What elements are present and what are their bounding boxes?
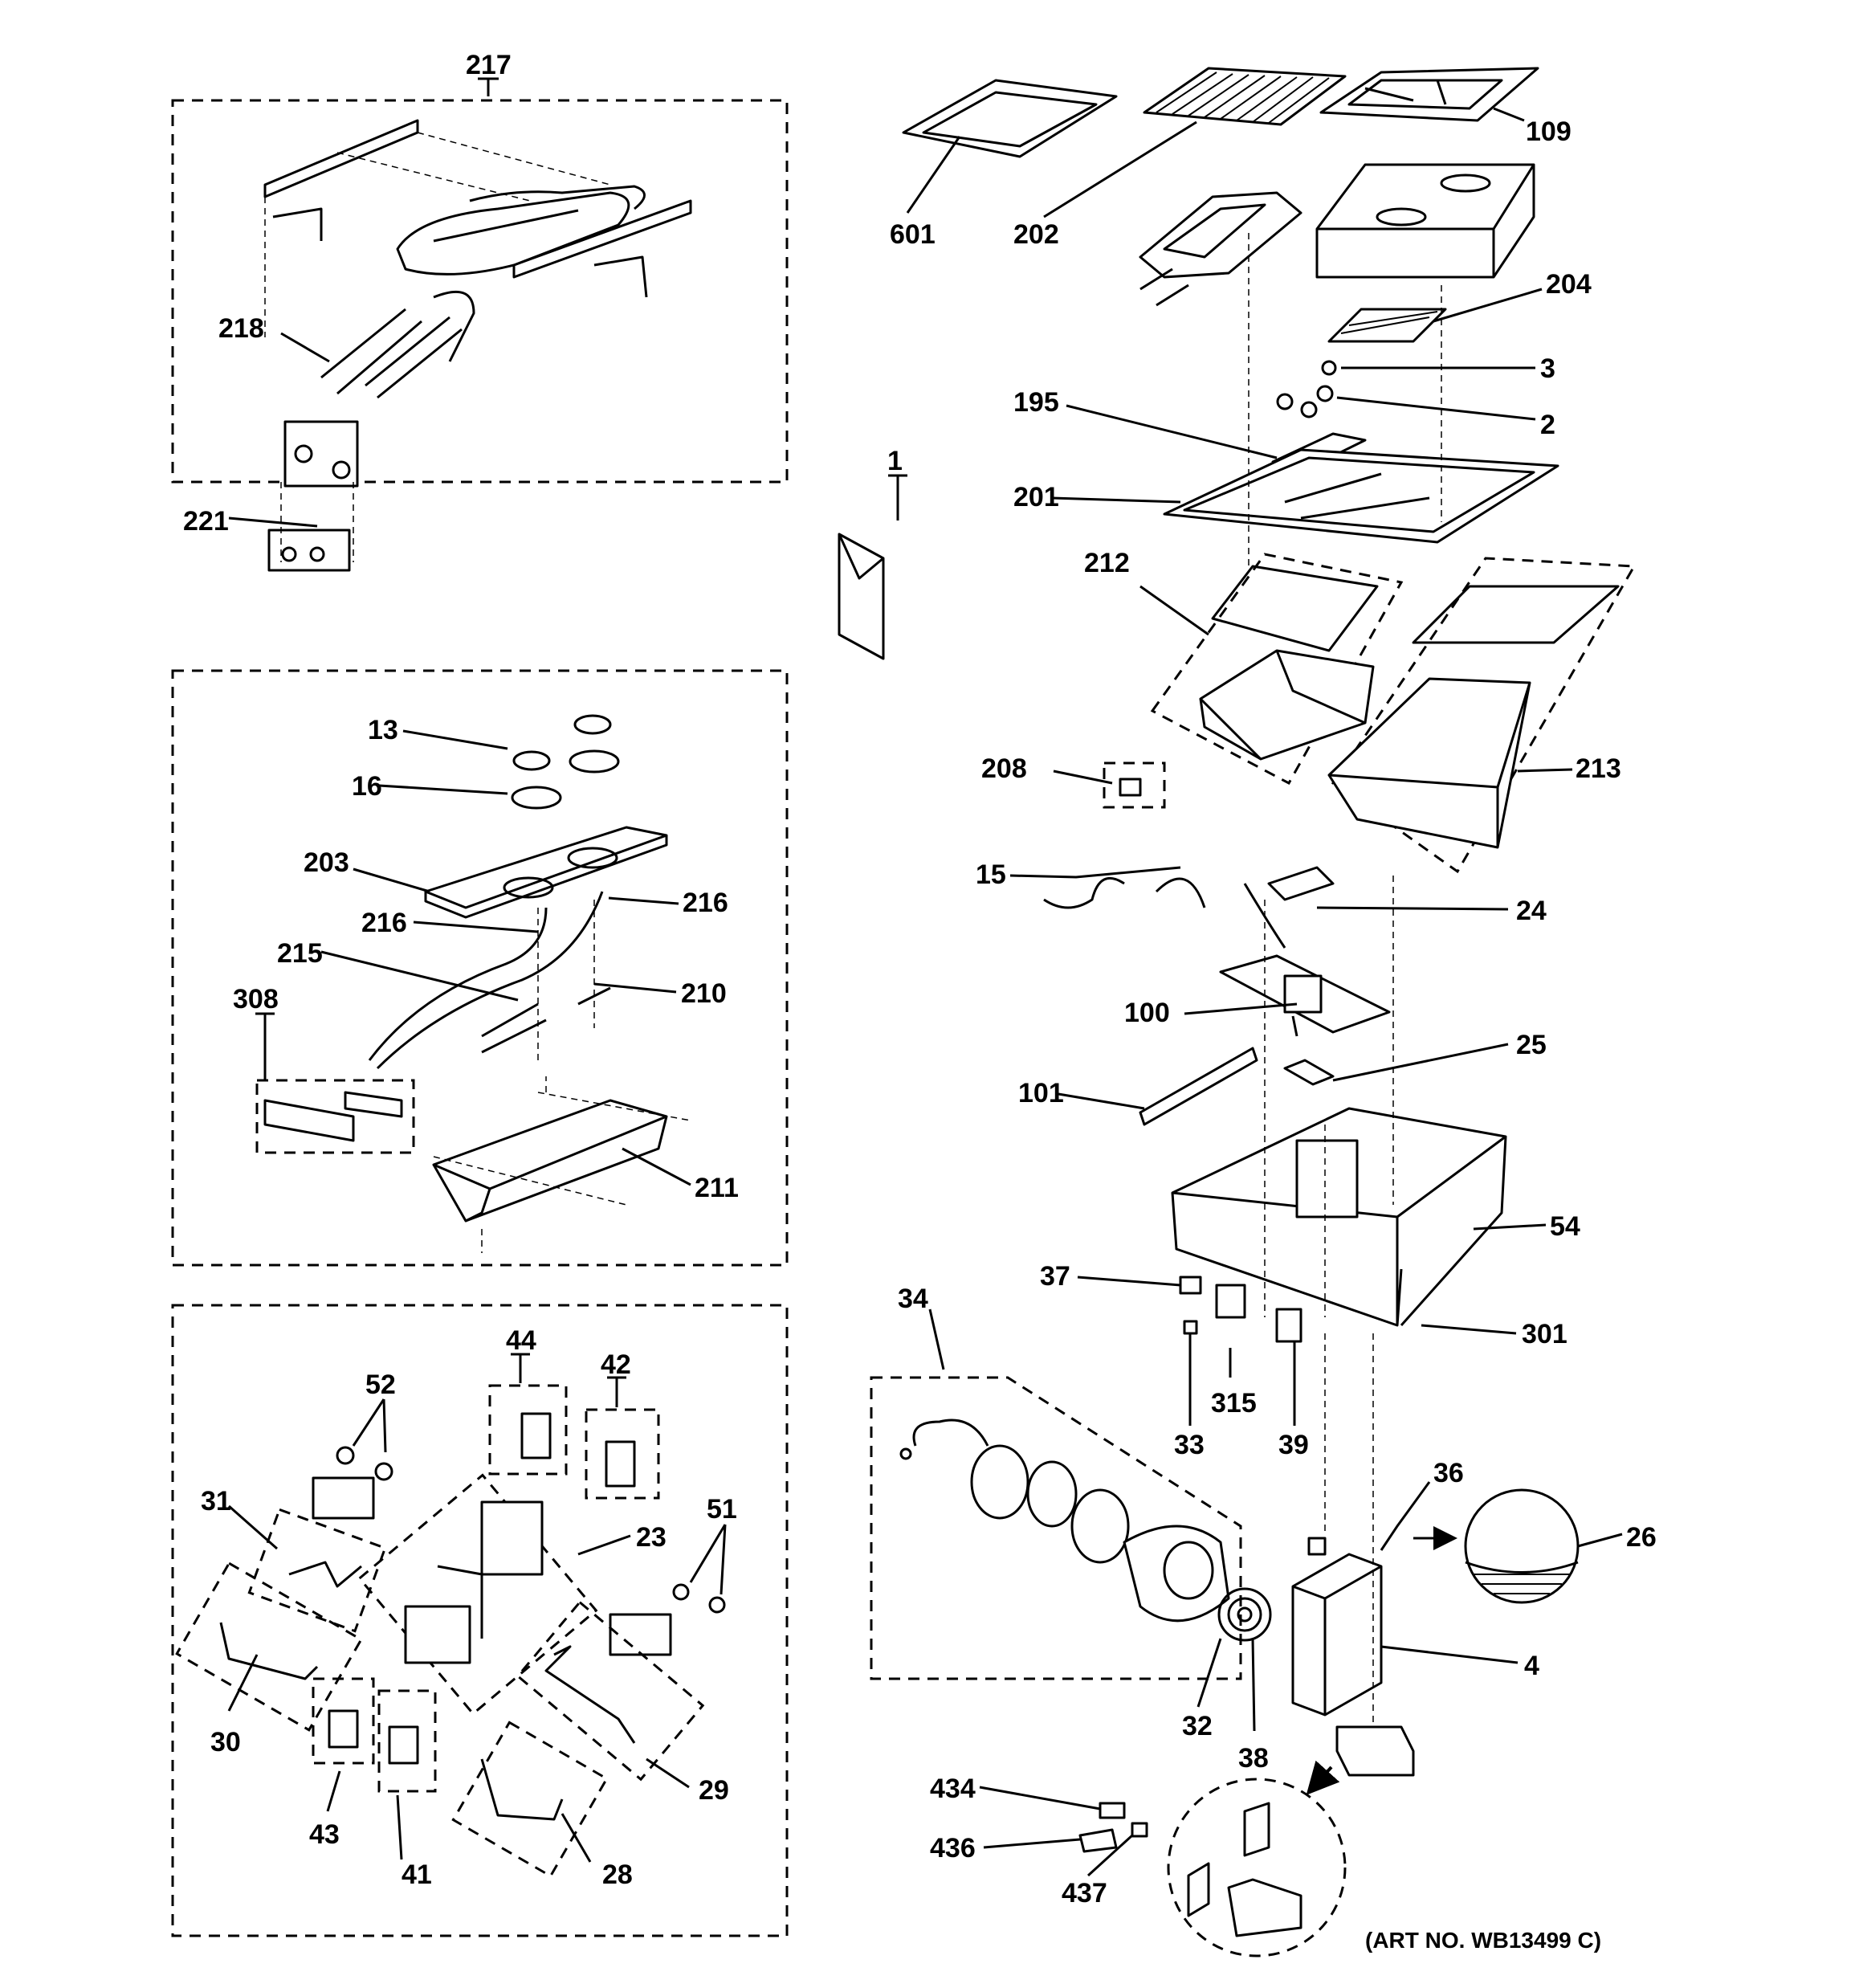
label-1: 1 [887, 446, 903, 476]
label-204: 204 [1546, 269, 1592, 300]
grill-burner-assembly-217 [263, 119, 692, 572]
detail-circle-26 [1413, 1488, 1580, 1604]
label-16: 16 [352, 771, 382, 802]
callout-labels: 217 218 221 13 16 203 216 216 215 210 30… [183, 50, 1657, 1953]
label-30: 30 [210, 1727, 241, 1757]
label-38: 38 [1238, 1743, 1269, 1774]
label-202: 202 [1013, 219, 1059, 250]
label-26: 26 [1626, 1522, 1657, 1553]
label-221: 221 [183, 506, 229, 537]
label-31: 31 [201, 1486, 231, 1517]
label-37: 37 [1040, 1261, 1070, 1292]
label-34: 34 [898, 1284, 928, 1314]
label-3: 3 [1540, 353, 1555, 384]
label-436: 436 [930, 1833, 976, 1863]
label-32: 32 [1182, 1711, 1213, 1741]
group-box-217 [171, 99, 789, 484]
detail-circle-bracket [1167, 1778, 1347, 1957]
label-308: 308 [233, 984, 279, 1014]
label-315: 315 [1211, 1388, 1257, 1419]
blower-assembly-34 [870, 1376, 1272, 1680]
label-217: 217 [466, 50, 512, 80]
label-51: 51 [707, 1494, 737, 1525]
downdraft-box-4 [1291, 1333, 1415, 1777]
label-54: 54 [1550, 1211, 1580, 1242]
label-24: 24 [1516, 896, 1547, 926]
bracket-parts [1078, 1802, 1148, 1853]
cooktop-burner-assembly [255, 714, 691, 1253]
label-212: 212 [1084, 548, 1130, 578]
label-601: 601 [890, 219, 936, 250]
label-201: 201 [1013, 482, 1059, 512]
label-29: 29 [699, 1775, 729, 1806]
label-33: 33 [1174, 1430, 1205, 1460]
label-203: 203 [304, 847, 349, 878]
label-23: 23 [636, 1522, 667, 1553]
art-number: (ART NO. WB13499 C) [1365, 1928, 1601, 1953]
label-437: 437 [1062, 1878, 1107, 1908]
label-25: 25 [1516, 1030, 1547, 1060]
label-42: 42 [601, 1349, 631, 1380]
label-100: 100 [1124, 998, 1170, 1028]
label-52: 52 [365, 1370, 396, 1400]
label-36: 36 [1433, 1458, 1464, 1488]
label-210: 210 [681, 978, 727, 1009]
label-195: 195 [1013, 387, 1059, 418]
arrow-to-detail [1306, 1760, 1340, 1795]
gaskets-and-drip-boxes [1103, 553, 1637, 874]
label-43: 43 [309, 1819, 340, 1850]
label-101: 101 [1018, 1078, 1064, 1108]
label-4: 4 [1524, 1651, 1539, 1681]
label-434: 434 [930, 1774, 976, 1804]
label-28: 28 [602, 1859, 633, 1890]
label-218: 218 [218, 313, 264, 344]
cooktop-top-parts [838, 67, 1559, 660]
manifold-assembly [1043, 866, 1507, 1343]
label-44: 44 [506, 1325, 536, 1356]
group-box-cooktop-burner [171, 669, 789, 1267]
label-211: 211 [695, 1173, 739, 1203]
label-215: 215 [277, 938, 323, 969]
label-216-right: 216 [683, 888, 728, 918]
label-15: 15 [976, 859, 1006, 890]
label-39: 39 [1278, 1430, 1309, 1460]
label-213: 213 [1576, 753, 1621, 784]
label-2: 2 [1540, 410, 1555, 440]
group-box-valves [171, 1304, 789, 1937]
leader-lines [227, 77, 1623, 1877]
label-301: 301 [1522, 1319, 1567, 1349]
label-41: 41 [402, 1859, 432, 1890]
valves-and-tubes [175, 1384, 726, 1878]
label-13: 13 [368, 715, 398, 745]
label-208: 208 [981, 753, 1027, 784]
label-216-left: 216 [361, 908, 407, 938]
label-109: 109 [1526, 116, 1572, 147]
